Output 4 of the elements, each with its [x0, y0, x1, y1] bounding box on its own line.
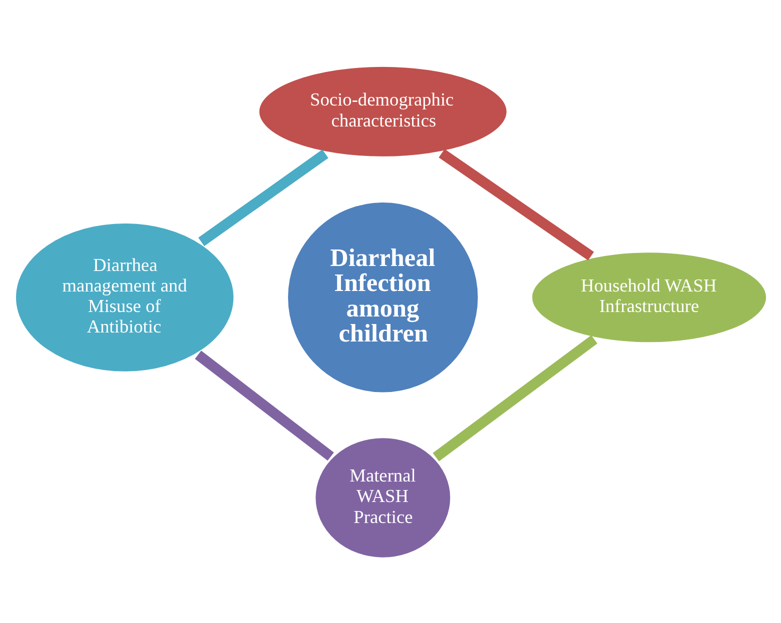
connector — [194, 350, 334, 460]
connector — [432, 334, 597, 461]
connector — [198, 149, 328, 246]
connector — [438, 148, 594, 260]
